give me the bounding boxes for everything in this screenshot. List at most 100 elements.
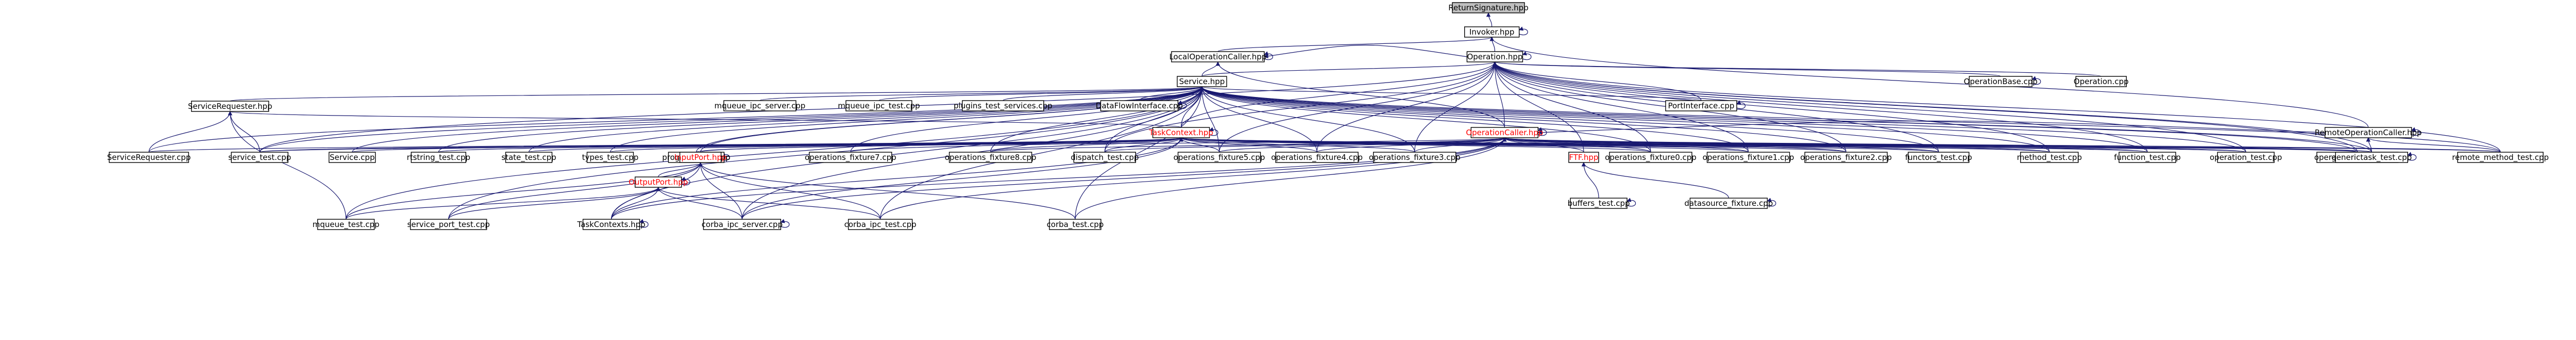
node-function_test[interactable]: function_test.cpp xyxy=(2114,152,2181,163)
node-box xyxy=(1969,76,2033,87)
node-functors_test[interactable]: functors_test.cpp xyxy=(1905,152,1972,163)
edge-plugins_test_services-to-service_hpp xyxy=(1003,86,1204,101)
node-label: TaskContexts.hpp xyxy=(577,220,645,229)
node-opfix4[interactable]: operations_fixture4.cpp xyxy=(1271,152,1363,163)
node-portinterface[interactable]: PortInterface.cpp xyxy=(1665,100,1737,111)
node-mqueue_test[interactable]: mqueue_test.cpp xyxy=(312,219,379,230)
edge-functors_test-to-operationcaller xyxy=(1502,137,1939,153)
node-label: Invoker.hpp xyxy=(1469,27,1514,37)
node-label: state_test.cpp xyxy=(501,153,556,163)
node-localopcaller[interactable]: LocalOperationCaller.hpp xyxy=(1169,51,1266,62)
edges xyxy=(148,12,2501,228)
node-mqueue_ipc_test[interactable]: mqueue_ipc_test.cpp xyxy=(838,100,920,111)
node-service_hpp[interactable]: Service.hpp xyxy=(1177,76,1227,87)
edge-dispatch_test-to-operationcaller xyxy=(1104,137,1507,153)
node-mqueue_ipc_server[interactable]: mqueue_ipc_server.cpp xyxy=(715,100,806,111)
node-remote_method_test[interactable]: remote_method_test.cpp xyxy=(2452,152,2549,163)
node-servicerequester_cpp[interactable]: ServiceRequester.cpp xyxy=(107,152,191,163)
node-servicerequester_hpp[interactable]: ServiceRequester.hpp xyxy=(188,101,273,112)
node-taskcontexts[interactable]: TaskContexts.hpp xyxy=(577,219,646,230)
node-box xyxy=(679,152,722,163)
node-corba_ipc_server[interactable]: corba_ipc_server.cpp xyxy=(702,219,783,230)
node-invoker[interactable]: Invoker.hpp xyxy=(1464,26,1520,38)
node-plugins_test_services[interactable]: plugins_test_services.cpp xyxy=(954,100,1053,111)
node-datasource_fixture[interactable]: datasource_fixture.cpp xyxy=(1684,198,1773,209)
node-label: operation_test.cpp xyxy=(2210,153,2282,163)
node-service_cpp[interactable]: Service.cpp xyxy=(328,152,376,163)
node-box xyxy=(191,101,269,112)
node-state_test[interactable]: state_test.cpp xyxy=(501,152,556,163)
node-label: Operation.cpp xyxy=(2074,77,2129,86)
node-types_test[interactable]: types_test.cpp xyxy=(582,152,639,163)
node-label: FTF.hpp xyxy=(1569,153,1598,162)
node-operation_cpp[interactable]: Operation.cpp xyxy=(2074,76,2129,87)
node-opfix7[interactable]: operations_fixture7.cpp xyxy=(805,152,896,163)
edge-service_hpp-to-operation_hpp xyxy=(1201,61,1497,77)
node-operationcaller[interactable]: OperationCaller.hpp xyxy=(1466,127,1543,138)
edge-functors_test-to-service_hpp xyxy=(1199,86,1939,153)
node-operation_test[interactable]: operation_test.cpp xyxy=(2210,152,2282,163)
node-opfix1[interactable]: operations_fixture1.cpp xyxy=(1703,152,1794,163)
node-label: mqueue_ipc_test.cpp xyxy=(838,101,920,111)
node-opfix0[interactable]: operations_fixture0.cpp xyxy=(1605,152,1697,163)
node-operationbase[interactable]: OperationBase.cpp xyxy=(1964,76,2038,87)
node-label: ReturnSignature.hpp xyxy=(1448,3,1528,12)
node-ftf[interactable]: FTF.hpp xyxy=(1568,152,1599,163)
node-box xyxy=(1609,152,1692,163)
node-buffers_test[interactable]: buffers_test.cpp xyxy=(1568,198,1630,209)
node-opfix3[interactable]: operations_fixture3.cpp xyxy=(1369,152,1461,163)
node-outputport[interactable]: OutputPort.hpp xyxy=(629,176,688,188)
edge-corba_ipc_server-to-taskcontext xyxy=(741,137,1183,220)
node-operation_hpp[interactable]: Operation.hpp xyxy=(1466,51,1523,62)
node-remoteopcaller[interactable]: RemoteOperationCaller.hpp xyxy=(2315,127,2422,138)
node-label: function_test.cpp xyxy=(2114,153,2181,163)
edge-remoteopcaller-to-operationcaller xyxy=(1537,120,2325,135)
node-box xyxy=(410,219,487,230)
node-label: Service.cpp xyxy=(330,153,375,162)
node-label: corba_test.cpp xyxy=(1047,220,1104,230)
edge-corba_ipc_test-to-outputport xyxy=(656,187,881,220)
node-corba_test[interactable]: corba_test.cpp xyxy=(1047,219,1104,230)
node-box xyxy=(962,100,1044,111)
node-box xyxy=(1171,51,1265,62)
node-label: operations_fixture0.cpp xyxy=(1605,153,1697,163)
edge-invoker-to-returnsig xyxy=(1486,12,1493,27)
node-inputport[interactable]: InputPort.hpp xyxy=(674,152,727,163)
edge-inputport-to-service_hpp xyxy=(700,86,1205,153)
node-box xyxy=(2325,127,2412,138)
edge-opfix1-to-operationcaller xyxy=(1502,137,1749,153)
node-service_test[interactable]: service_test.cpp xyxy=(228,152,291,163)
node-taskcontext[interactable]: TaskContext.hpp xyxy=(1148,127,1213,138)
node-label: buffers_test.cpp xyxy=(1568,199,1630,208)
node-service_port_test[interactable]: service_port_test.cpp xyxy=(407,219,490,230)
node-opfix2[interactable]: operations_fixture2.cpp xyxy=(1800,152,1892,163)
edge-mqueue_test-to-outputport xyxy=(345,187,660,220)
node-label: LocalOperationCaller.hpp xyxy=(1169,52,1266,61)
node-returnsig[interactable]: ReturnSignature.hpp xyxy=(1448,2,1529,13)
node-rtstring_test[interactable]: rtstring_test.cpp xyxy=(406,152,470,163)
edge-taskcontexts-to-taskcontexts xyxy=(639,219,649,228)
node-method_test[interactable]: method_test.cpp xyxy=(2017,152,2082,163)
edge-mqueue_ipc_server-to-service_hpp xyxy=(759,86,1204,101)
node-dispatch_test[interactable]: dispatch_test.cpp xyxy=(1071,152,1139,163)
node-label: remote_method_test.cpp xyxy=(2452,153,2549,163)
node-label: operations_fixture1.cpp xyxy=(1703,153,1794,163)
node-generictask_test[interactable]: generictask_test.cpp xyxy=(2331,152,2412,163)
edge-rtstring_test-to-service_hpp xyxy=(438,86,1204,153)
edge-service_port_test-to-inputport xyxy=(448,162,703,220)
edge-opfix8-to-operationcaller xyxy=(990,137,1506,153)
node-opfix8[interactable]: operations_fixture8.cpp xyxy=(945,152,1037,163)
edge-localopcaller-to-localopcaller xyxy=(1264,51,1273,60)
node-opfix5[interactable]: operations_fixture5.cpp xyxy=(1174,152,1265,163)
node-label: service_test.cpp xyxy=(228,153,291,163)
node-box xyxy=(1570,198,1628,209)
node-dataflowinterface[interactable]: DataFlowInterface.cpp xyxy=(1096,100,1183,111)
node-label: DataFlowInterface.cpp xyxy=(1096,101,1183,110)
edge-operationbase-to-operation_hpp xyxy=(1493,61,2001,77)
node-box xyxy=(1452,2,1525,13)
node-label: RemoteOperationCaller.hpp xyxy=(2315,128,2422,137)
node-box xyxy=(703,219,782,230)
node-corba_ipc_test[interactable]: corba_ipc_test.cpp xyxy=(844,219,917,230)
edge-opfix8-to-service_hpp xyxy=(990,86,1205,153)
